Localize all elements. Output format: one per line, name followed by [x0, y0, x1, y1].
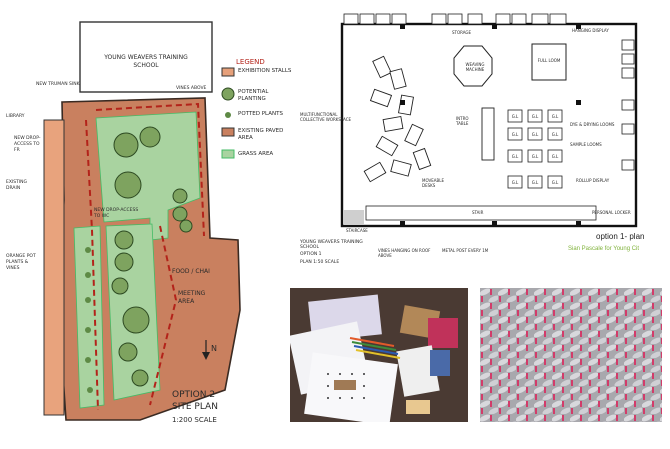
callout-food-chai: FOOD / CHAI: [172, 268, 210, 275]
site-plan-title-line2: SITE PLAN: [172, 402, 218, 412]
site-plan-title-line1: OPTION 2: [172, 390, 216, 400]
gl-cell-label: G.L: [512, 114, 519, 119]
callout-drop-access-wc: NEW DROP-ACCESS TO WC: [94, 208, 139, 219]
top-storage-row: [343, 13, 567, 25]
site-plan-scale: 1:200 SCALE: [172, 416, 217, 424]
building-label: YOUNG WEAVERS TRAINING SCHOOL: [104, 54, 188, 69]
staircase: [365, 205, 597, 221]
legend-item-paved: EXISTING PAVED AREA: [238, 128, 284, 141]
label-intro-table: INTRO TABLE: [456, 116, 469, 126]
label-sample-looms: SAMPLE LOOMS: [570, 142, 602, 147]
gl-cell-label: G.L: [552, 180, 559, 185]
exhibition-stalls-strip: [43, 119, 65, 416]
callout-truman-sink: NEW TRUMAN SINK: [36, 82, 80, 87]
weaving-machine: [453, 45, 493, 87]
label-full-loom: FULL LOOM: [537, 58, 561, 63]
label-collective-workspace: MULTIFUNCTIONAL COLLECTIVE WORKSPACE: [300, 112, 352, 122]
floor-plan-walls: [340, 22, 638, 228]
full-loom: [531, 43, 567, 81]
floor-plan-sketch: G.L G.L G.L G.L G.L G.L G.L G.L G.L G.L G.L G.L WEA…: [296, 0, 670, 272]
gl-cell-label: G.L: [532, 132, 539, 137]
floor-plan-drawing: G.L G.L G.L G.L G.L G.L G.L G.L G.L G.L G.L G.L: [340, 13, 638, 228]
label-personal-locker: PERSONAL LOCKER: [592, 210, 631, 215]
gl-cell-label: G.L: [512, 154, 519, 159]
potential-planting: [111, 126, 193, 387]
callout-drop-access-fr: NEW DROP-ACCESS TO FR: [14, 136, 41, 153]
right-wall-storage: [621, 39, 635, 171]
gl-cell-label: G.L: [532, 114, 539, 119]
gl-table-grid: [507, 109, 563, 189]
weave-photo: [480, 288, 662, 422]
path-line-right: [149, 225, 178, 406]
gl-cell-label: G.L: [512, 180, 519, 185]
craft-photo-illustration: [290, 288, 468, 422]
gl-cell-label: G.L: [532, 180, 539, 185]
label-vines-hanging: VINES HANGING ON ROOF ABOVE: [378, 248, 431, 258]
site-plan-drawing: [43, 21, 241, 421]
gl-cell-label: G.L: [552, 132, 559, 137]
potted-plants: [85, 247, 93, 393]
north-label: N: [211, 344, 217, 353]
callout-orange-pot-plants: ORANGE POT PLANTS & VINES: [6, 254, 36, 271]
training-school-building: [79, 21, 213, 93]
craft-photo: [290, 288, 468, 422]
legend-item-stalls: EXHIBITION STALLS: [238, 68, 292, 74]
metal-posts: [400, 24, 581, 226]
floor-plan-author: Sian Pascale for Young Cit: [568, 246, 640, 252]
floor-plan-caption-2: OPTION 1: [300, 252, 322, 257]
gl-cell-label: G.L: [552, 154, 559, 159]
floor-plan-title: option 1- plan: [596, 232, 645, 241]
callout-vines-above: VINES ABOVE: [176, 86, 207, 91]
legend-swatch-planting: [221, 87, 235, 101]
path-line-top: [95, 102, 205, 237]
legend-swatch-paved: [221, 127, 235, 137]
label-weaving-machine: WEAVING MACHINE: [465, 62, 485, 72]
floor-plan-caption-3: PLAN 1:50 SCALE: [300, 260, 340, 265]
path-line-left: [85, 119, 99, 411]
corner-shadow: [344, 210, 364, 224]
weave-texture: [480, 288, 662, 422]
legend-item-planting: POTENTIAL PLANTING: [238, 89, 269, 102]
gl-cell-label: G.L: [532, 154, 539, 159]
legend-swatch-grass: [221, 149, 235, 159]
legend-item-grass: GRASS AREA: [238, 151, 274, 157]
label-staircase: STAIRCASE: [346, 228, 368, 233]
label-dye-drying-looms: DYE & DRYING LOOMS: [570, 122, 615, 127]
legend-swatch-potted: [225, 112, 231, 118]
legend-item-potted: POTTED PLANTS: [238, 111, 283, 117]
site-plan-sketch: YOUNG WEAVERS TRAINING SCHOOL LEGEND EXH…: [0, 0, 300, 449]
label-storage: STORAGE: [452, 30, 472, 35]
gl-cell-label: G.L: [552, 114, 559, 119]
floor-plan-caption-1: YOUNG WEAVERS TRAINING SCHOOL: [300, 240, 363, 250]
legend-title: LEGEND: [236, 58, 265, 66]
label-stair: STAIR: [472, 210, 484, 215]
intro-table: [481, 107, 495, 161]
moveable-desks: [363, 55, 432, 183]
label-metal-post: METAL POST EVERY 1M: [442, 248, 489, 253]
callout-library: LIBRARY: [6, 114, 25, 119]
legend-swatch-stalls: [221, 67, 235, 77]
label-hanging-display: HANGING DISPLAY: [572, 28, 609, 33]
gl-cell-label: G.L: [512, 132, 519, 137]
label-rollup-display: ROLLUP DISPLAY: [576, 178, 610, 183]
callout-meeting-area: MEETING AREA: [178, 290, 206, 305]
callout-existing-drain: EXISTING DRAIN: [6, 180, 28, 191]
label-moveable-desks: MOVEABLE DESKS: [422, 178, 445, 188]
